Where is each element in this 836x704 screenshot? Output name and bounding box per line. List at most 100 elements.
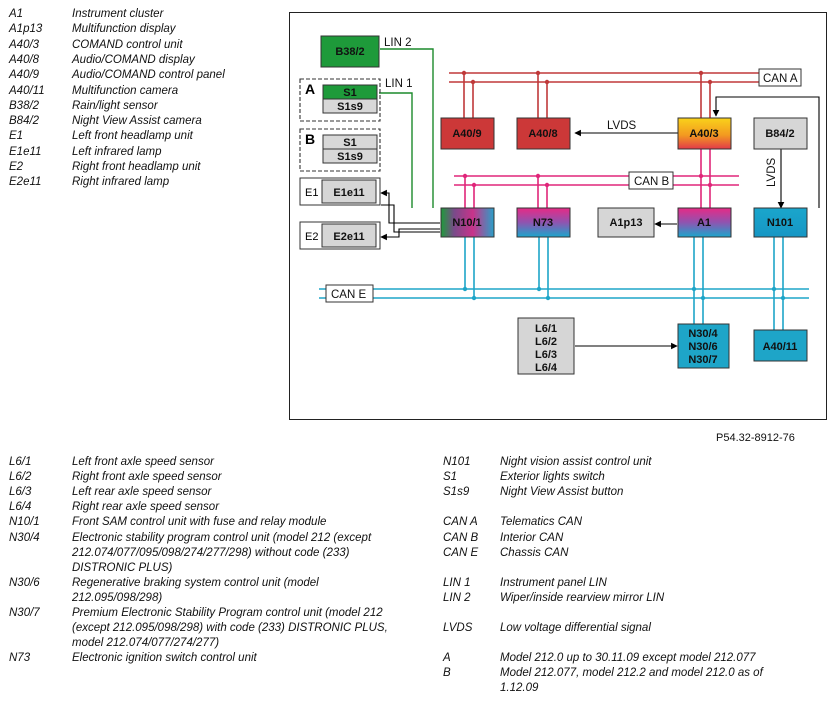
legend-code: L6/4: [9, 501, 32, 514]
a1-label: A1: [697, 217, 711, 229]
group-b-label: B: [305, 131, 315, 147]
legend-description: Wiper/inside rearview mirror LIN: [500, 591, 665, 604]
can-a-junctions: [461, 70, 713, 85]
b38-2-label: B38/2: [335, 46, 364, 58]
a40-9-label: A40/9: [452, 128, 481, 140]
l6-2-label: L6/2: [535, 336, 557, 348]
can-b-junctions: [462, 173, 713, 188]
legend-code: S1: [443, 471, 458, 484]
legend-code: E2e11: [9, 176, 42, 189]
a-s1s9-box: [322, 98, 378, 114]
a-s1s9-label: S1s9: [337, 101, 363, 113]
n101-label: N101: [767, 217, 793, 229]
legend-code: N30/6: [9, 576, 40, 589]
legend-description: Left rear axle speed sensor: [72, 486, 212, 499]
l6-3-label: L6/3: [535, 349, 557, 361]
lin-lines: [379, 48, 434, 208]
l6-box: [517, 317, 575, 375]
legend-description: Instrument cluster: [72, 8, 164, 20]
legend-description: Left infrared lamp: [72, 145, 162, 158]
l6-1-label: L6/1: [535, 323, 557, 335]
a40-11-label: A40/11: [763, 341, 798, 353]
can-b-label-box: [628, 171, 674, 190]
b84-2-label: B84/2: [765, 128, 794, 140]
lin1-label: LIN 1: [385, 78, 413, 90]
legend-description: Left front axle speed sensor: [72, 456, 214, 468]
legend-code: B38/2: [9, 99, 40, 112]
n30-box: [677, 323, 730, 369]
a40-11-box: [753, 329, 808, 362]
a40-3-box: [677, 117, 732, 150]
legend-code: CAN A: [443, 516, 478, 529]
legend-description: Left front headlamp unit: [72, 130, 193, 143]
legend-description: Rain/light sensor: [72, 99, 158, 112]
e1e11-label: E1e11: [333, 187, 364, 199]
legend-code: CAN B: [443, 531, 479, 544]
can-e-label-box: [325, 284, 374, 303]
can-b-label: CAN B: [634, 176, 669, 188]
legend-code: A40/8: [9, 53, 40, 66]
legend-description: Multifunction display: [72, 23, 176, 36]
can-e-label: CAN E: [331, 289, 366, 301]
can-e-bus: [319, 237, 809, 330]
legend-description: Premium Electronic Stability Program con…: [72, 607, 388, 649]
n30-6-label: N30/6: [688, 341, 717, 353]
can-a-label: CAN A: [763, 73, 798, 85]
b-s1s9-box: [322, 148, 378, 164]
legend-description: Front SAM control unit with fuse and rel…: [72, 516, 327, 529]
legend-description: Right infrared lamp: [72, 176, 170, 189]
can-network-diagram: A B E1 E2 B38/2 S1 S1s9 S1: [289, 12, 827, 420]
legend-description: Multifunction camera: [72, 84, 179, 97]
legend-code: A40/9: [9, 69, 40, 82]
legend-code: LIN 2: [443, 591, 471, 604]
n101-box: [753, 207, 808, 238]
legend-code: LVDS: [443, 622, 473, 635]
can-a-label-box: [758, 68, 802, 87]
group-a-box: [299, 78, 381, 122]
legend-description: Right front axle speed sensor: [72, 471, 222, 484]
legend-description: Interior CAN: [500, 531, 564, 544]
a1-box: [677, 207, 732, 238]
n10-1-box: [440, 207, 495, 238]
legend-description: Audio/COMAND display: [72, 53, 195, 66]
legend-code: L6/2: [9, 471, 32, 484]
legend-description: COMAND control unit: [72, 38, 183, 51]
bus-label-boxes: [325, 68, 802, 303]
legend-code: E1: [9, 130, 24, 143]
a1p13-box: [597, 207, 655, 238]
legend-code: E1e11: [9, 145, 42, 158]
legend-code: B84/2: [9, 115, 40, 128]
reference-code: P54.32-8912-76: [716, 432, 795, 444]
legend-code: LIN 1: [443, 576, 471, 589]
n10-1-label: N10/1: [452, 217, 481, 229]
lin2-label: LIN 2: [384, 37, 412, 49]
legend-description: Night View Assist camera: [72, 115, 202, 128]
legend-code: B: [443, 667, 451, 680]
a40-9-box: [440, 117, 495, 150]
legend-code: L6/1: [9, 456, 32, 468]
a-s1-label: S1: [343, 87, 356, 99]
legend-description: Electronic stability program control uni…: [72, 531, 372, 574]
a40-3-label: A40/3: [689, 128, 718, 140]
node-boxes: [320, 35, 808, 375]
legend-description: Night View Assist button: [500, 486, 624, 499]
legend-description: Instrument panel LIN: [500, 576, 607, 589]
can-a-bus: [449, 72, 759, 120]
legend-description: Right rear axle speed sensor: [72, 501, 220, 514]
legend-description: Model 212.0 up to 30.11.09 except model …: [500, 652, 756, 665]
e1-label: E1: [305, 187, 318, 199]
legend-code: L6/3: [9, 486, 32, 499]
legend-description: Low voltage differential signal: [500, 622, 651, 635]
legend-description: Telematics CAN: [500, 516, 583, 529]
a40-8-label: A40/8: [528, 128, 557, 140]
group-b-box: [299, 128, 381, 172]
e2e11-box: [321, 223, 377, 248]
b-s1-label: S1: [343, 137, 356, 149]
legend-description: Exterior lights switch: [500, 471, 605, 484]
n73-box: [516, 207, 571, 238]
e1e11-box: [321, 179, 377, 204]
can-e-junctions: [462, 286, 786, 301]
a1p13-label: A1p13: [609, 217, 642, 229]
